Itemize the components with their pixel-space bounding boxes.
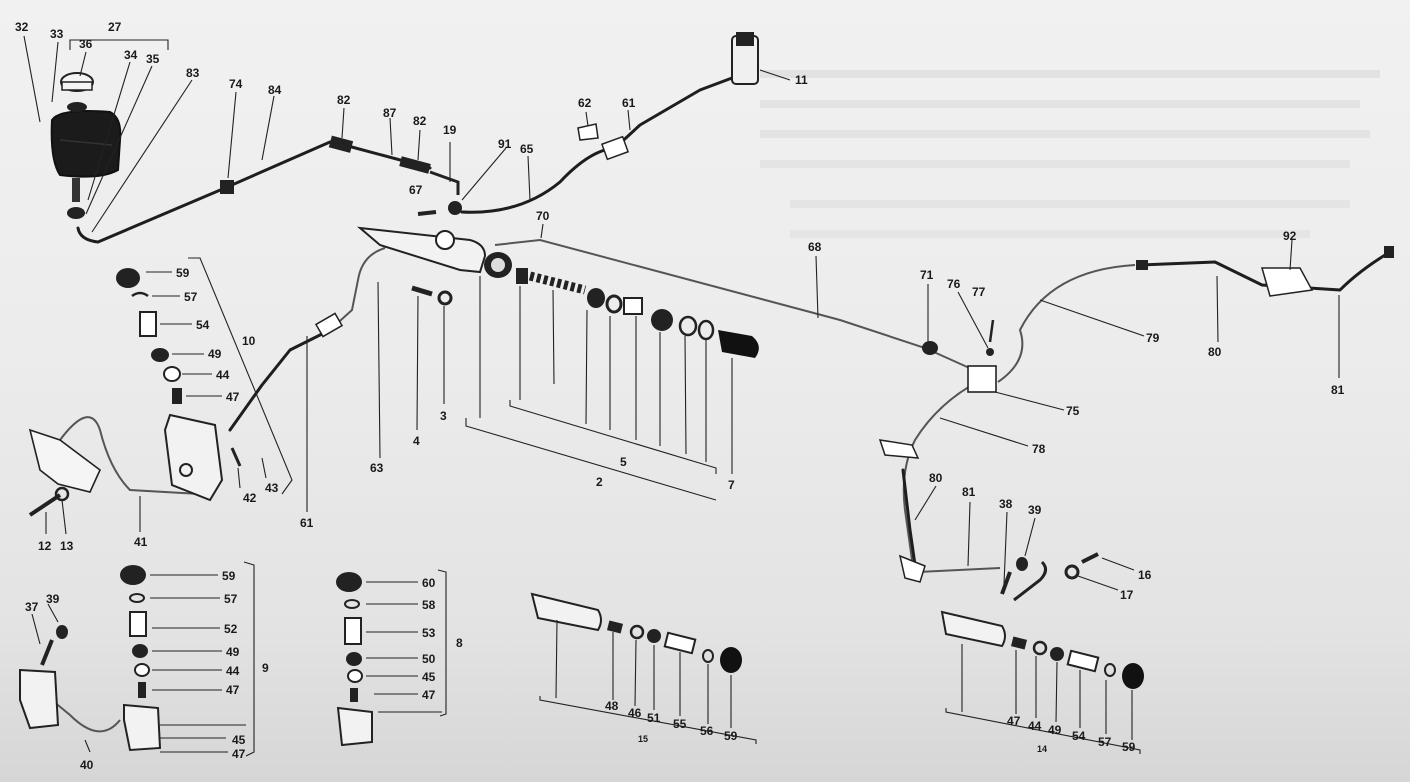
callout-62: 62 bbox=[578, 96, 592, 110]
callout-61b: 61 bbox=[300, 516, 314, 530]
bleed-through-text bbox=[760, 70, 1380, 238]
callout-2: 2 bbox=[596, 475, 603, 489]
callout-44a: 44 bbox=[216, 368, 230, 382]
callout-47d: 47 bbox=[422, 688, 436, 702]
callout-42: 42 bbox=[243, 491, 257, 505]
callout-70: 70 bbox=[536, 209, 550, 223]
callout-9: 9 bbox=[262, 661, 269, 675]
callout-14: 14 bbox=[1037, 744, 1047, 754]
callout-36: 36 bbox=[79, 37, 93, 51]
callout-54a: 54 bbox=[196, 318, 210, 332]
callout-57c: 57 bbox=[1098, 735, 1112, 749]
callout-17: 17 bbox=[1120, 588, 1134, 602]
callout-33: 33 bbox=[50, 27, 64, 41]
callout-59c: 59 bbox=[724, 729, 738, 743]
callout-84: 84 bbox=[268, 83, 282, 97]
callout-43: 43 bbox=[265, 481, 279, 495]
callout-41: 41 bbox=[134, 535, 148, 549]
callout-32: 32 bbox=[15, 20, 29, 34]
callout-4: 4 bbox=[413, 434, 420, 448]
callout-59a: 59 bbox=[176, 266, 190, 280]
callout-57a: 57 bbox=[184, 290, 198, 304]
callout-11: 11 bbox=[795, 73, 808, 87]
callout-54b: 54 bbox=[1072, 729, 1086, 743]
callout-labels: 27 32 33 36 34 35 83 74 84 82 87 82 19 9… bbox=[15, 20, 1345, 772]
callout-76: 76 bbox=[947, 277, 961, 291]
callout-49b: 49 bbox=[226, 645, 240, 659]
callout-15: 15 bbox=[638, 734, 648, 744]
callout-47c: 47 bbox=[232, 747, 246, 761]
callout-68: 68 bbox=[808, 240, 822, 254]
callout-46: 46 bbox=[628, 706, 642, 720]
callout-83: 83 bbox=[186, 66, 200, 80]
parts bbox=[19, 32, 1394, 752]
callout-78: 78 bbox=[1032, 442, 1046, 456]
callout-37: 37 bbox=[25, 600, 39, 614]
callout-35: 35 bbox=[146, 52, 160, 66]
callout-12: 12 bbox=[38, 539, 52, 553]
callout-80b: 80 bbox=[929, 471, 943, 485]
callout-34: 34 bbox=[124, 48, 138, 62]
callout-82a: 82 bbox=[337, 93, 351, 107]
callout-63: 63 bbox=[370, 461, 384, 475]
callout-74: 74 bbox=[229, 77, 243, 91]
callout-55: 55 bbox=[673, 717, 687, 731]
callout-53: 53 bbox=[422, 626, 436, 640]
callout-59d: 59 bbox=[1122, 740, 1136, 754]
callout-57b: 57 bbox=[224, 592, 238, 606]
callout-13: 13 bbox=[60, 539, 74, 553]
callout-67: 67 bbox=[409, 183, 423, 197]
callout-16: 16 bbox=[1138, 568, 1152, 582]
callout-79: 79 bbox=[1146, 331, 1160, 345]
callout-7: 7 bbox=[728, 478, 735, 492]
callout-52: 52 bbox=[224, 622, 238, 636]
callout-47a: 47 bbox=[226, 390, 240, 404]
callout-40: 40 bbox=[80, 758, 94, 772]
callout-51: 51 bbox=[647, 711, 661, 725]
callout-61a: 61 bbox=[622, 96, 636, 110]
brake-lines bbox=[41, 73, 1392, 733]
callout-59b: 59 bbox=[222, 569, 236, 583]
callout-77: 77 bbox=[972, 285, 986, 299]
callout-3: 3 bbox=[440, 409, 447, 423]
callout-8: 8 bbox=[456, 636, 463, 650]
callout-48: 48 bbox=[605, 699, 619, 713]
callout-47e: 47 bbox=[1007, 714, 1021, 728]
callout-65: 65 bbox=[520, 142, 534, 156]
callout-87: 87 bbox=[383, 106, 397, 120]
callout-45a: 45 bbox=[232, 733, 246, 747]
leader-lines bbox=[23, 35, 1340, 757]
callout-92: 92 bbox=[1283, 229, 1297, 243]
callout-27: 27 bbox=[108, 20, 122, 34]
callout-60: 60 bbox=[422, 576, 436, 590]
callout-39a: 39 bbox=[1028, 503, 1042, 517]
callout-10: 10 bbox=[242, 334, 256, 348]
callout-81a: 81 bbox=[1331, 383, 1345, 397]
callout-45b: 45 bbox=[422, 670, 436, 684]
callout-91: 91 bbox=[498, 137, 512, 151]
callout-39b: 39 bbox=[46, 592, 60, 606]
callout-71: 71 bbox=[920, 268, 934, 282]
callout-50: 50 bbox=[422, 652, 436, 666]
callout-47b: 47 bbox=[226, 683, 240, 697]
callout-80a: 80 bbox=[1208, 345, 1222, 359]
callout-82b: 82 bbox=[413, 114, 427, 128]
master-cylinder-internals bbox=[516, 268, 759, 358]
callout-56: 56 bbox=[700, 724, 714, 738]
callout-81b: 81 bbox=[962, 485, 976, 499]
callout-58: 58 bbox=[422, 598, 436, 612]
callout-19: 19 bbox=[443, 123, 457, 137]
callout-5: 5 bbox=[620, 455, 627, 469]
callout-49c: 49 bbox=[1048, 723, 1062, 737]
callout-44c: 44 bbox=[1028, 719, 1042, 733]
callout-44b: 44 bbox=[226, 664, 240, 678]
callout-38: 38 bbox=[999, 497, 1013, 511]
callout-75: 75 bbox=[1066, 404, 1080, 418]
callout-49a: 49 bbox=[208, 347, 222, 361]
